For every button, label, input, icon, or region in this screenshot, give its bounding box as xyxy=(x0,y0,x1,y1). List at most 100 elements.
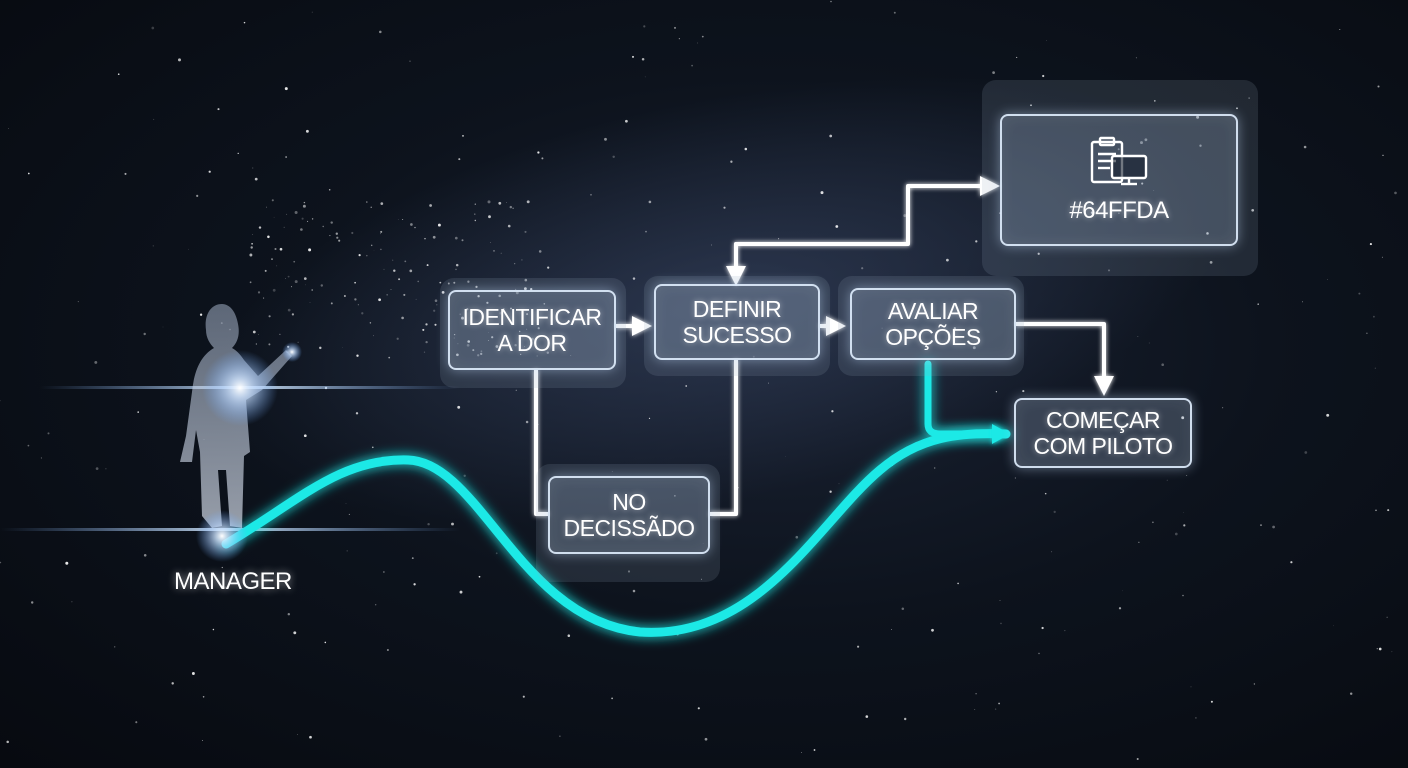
star xyxy=(1199,144,1202,147)
cyan-journey-path xyxy=(221,429,1011,637)
star xyxy=(375,604,377,606)
star xyxy=(744,147,748,151)
star xyxy=(286,213,288,215)
star xyxy=(267,235,270,239)
star xyxy=(40,457,42,459)
star xyxy=(785,456,786,457)
star xyxy=(1037,252,1040,255)
star xyxy=(691,64,693,67)
node-start-pilot[interactable]: COMEÇAR COM PILOTO xyxy=(1014,398,1192,468)
star xyxy=(488,215,491,219)
star xyxy=(512,207,514,209)
star xyxy=(47,432,50,435)
star xyxy=(199,313,203,316)
star xyxy=(641,57,645,61)
star xyxy=(65,561,69,565)
star xyxy=(474,219,476,222)
star xyxy=(77,301,79,303)
star xyxy=(457,343,459,345)
star xyxy=(1186,475,1188,477)
star xyxy=(857,645,860,648)
star xyxy=(436,304,438,306)
star xyxy=(386,294,388,296)
star xyxy=(95,467,99,470)
star xyxy=(487,339,489,341)
star xyxy=(891,628,893,630)
star xyxy=(835,225,839,228)
star xyxy=(434,299,438,302)
star xyxy=(931,628,934,632)
star xyxy=(524,278,528,282)
star xyxy=(701,35,704,38)
star xyxy=(829,134,833,138)
star xyxy=(1138,541,1140,543)
star xyxy=(522,695,525,698)
star xyxy=(397,219,399,220)
star xyxy=(271,258,273,260)
star xyxy=(1118,212,1120,214)
star xyxy=(538,250,542,253)
star xyxy=(393,269,396,272)
star xyxy=(893,11,896,14)
star xyxy=(383,571,385,573)
star xyxy=(217,108,220,111)
star xyxy=(1153,100,1156,102)
star xyxy=(1369,243,1372,246)
star xyxy=(358,254,361,257)
star xyxy=(152,245,154,247)
star xyxy=(330,221,333,224)
star xyxy=(457,405,461,409)
star xyxy=(297,734,298,736)
star xyxy=(329,235,331,237)
star xyxy=(294,280,298,284)
star xyxy=(1394,191,1397,195)
star xyxy=(536,355,538,357)
star xyxy=(627,570,631,573)
star xyxy=(530,337,534,341)
star xyxy=(415,298,417,300)
star xyxy=(1257,303,1259,305)
star xyxy=(137,411,139,413)
star xyxy=(463,474,466,477)
star xyxy=(357,304,359,306)
star xyxy=(263,297,265,299)
node-icon-box[interactable]: #64FFDA xyxy=(1000,114,1238,246)
star xyxy=(1022,390,1025,393)
star xyxy=(461,239,464,242)
star xyxy=(388,356,391,359)
star xyxy=(322,225,324,228)
star xyxy=(202,696,205,698)
star xyxy=(1290,561,1293,564)
star xyxy=(495,552,498,555)
node-decision[interactable]: NO DECISSÃDO xyxy=(548,476,710,554)
star xyxy=(336,236,339,239)
star xyxy=(1248,97,1250,99)
star xyxy=(1303,145,1307,149)
star xyxy=(1000,622,1002,625)
star xyxy=(702,543,704,544)
star xyxy=(1236,107,1238,110)
star xyxy=(567,634,571,637)
star xyxy=(252,167,254,169)
star xyxy=(1135,57,1137,59)
star xyxy=(673,26,677,29)
star xyxy=(488,332,490,333)
star xyxy=(830,0,832,3)
star xyxy=(266,206,267,208)
connector-decision-to-define xyxy=(710,360,738,516)
star xyxy=(335,232,338,235)
star xyxy=(861,267,864,270)
star xyxy=(1183,524,1186,527)
star xyxy=(328,188,331,191)
node-identify-pain[interactable]: IDENTIFICAR A DOR xyxy=(448,290,616,370)
star xyxy=(459,313,462,316)
star xyxy=(386,648,389,652)
node-evaluate-options[interactable]: AVALIAR OPÇÕES xyxy=(850,288,1016,360)
star xyxy=(480,352,483,356)
star xyxy=(611,470,613,472)
star xyxy=(191,672,195,675)
star xyxy=(1382,154,1384,156)
star xyxy=(348,513,350,515)
node-define-success[interactable]: DEFINIR SUCESSO xyxy=(654,284,820,360)
